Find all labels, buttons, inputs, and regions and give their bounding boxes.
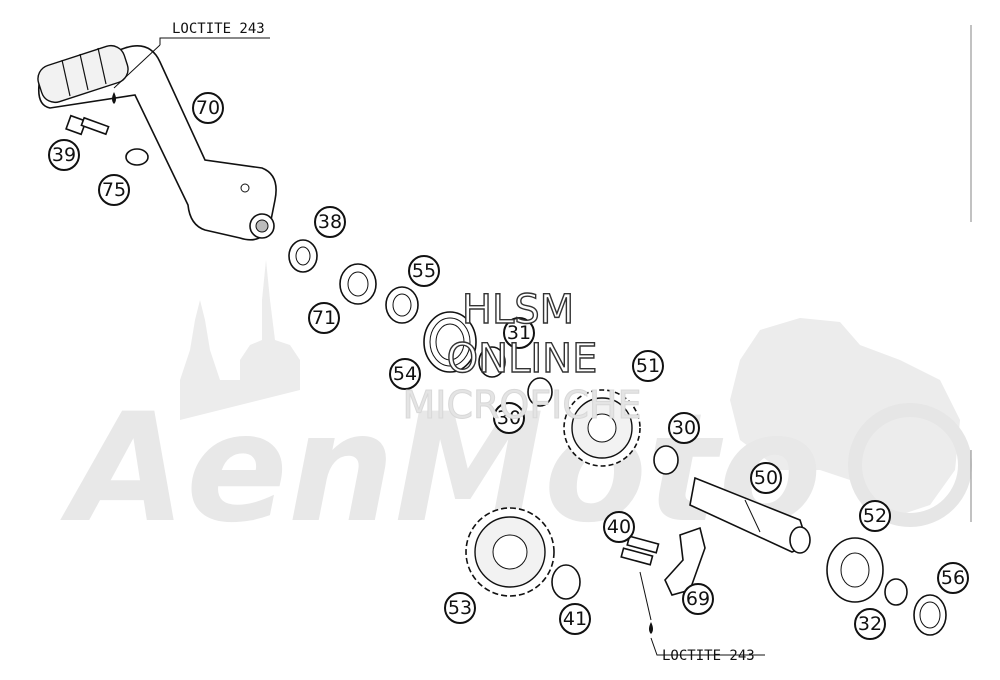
svg-text:55: 55 <box>412 260 436 282</box>
seal-71 <box>339 263 377 305</box>
callout-56: 56 <box>937 562 969 594</box>
spring-54 <box>423 311 477 373</box>
svg-text:56: 56 <box>941 567 965 589</box>
callout-70: 70 <box>192 92 224 124</box>
watermark-line-2: ONLINE <box>447 336 598 382</box>
kick-shaft-50 <box>689 476 811 554</box>
loctite-label: LOCTITE 243 <box>662 648 755 664</box>
bolt-39 <box>65 114 110 136</box>
callout-32: 32 <box>854 608 886 640</box>
ring-38 <box>288 239 318 273</box>
watermark-logo-text: AenMoto <box>60 382 822 556</box>
loctite-drop-icon <box>112 92 116 104</box>
callout-50: 50 <box>750 462 782 494</box>
callout-69: 69 <box>682 583 714 615</box>
loctite-label: LOCTITE 243 <box>172 21 265 37</box>
callout-40: 40 <box>603 511 635 543</box>
svg-text:30: 30 <box>497 407 521 429</box>
bolts-40 <box>620 535 660 566</box>
callout-52: 52 <box>859 500 891 532</box>
svg-text:71: 71 <box>312 307 336 329</box>
svg-text:51: 51 <box>636 355 660 377</box>
washer-75 <box>125 148 149 166</box>
svg-text:31: 31 <box>507 322 531 344</box>
callout-39: 39 <box>48 139 80 171</box>
callout-75: 75 <box>98 174 130 206</box>
gear-51 <box>563 389 641 467</box>
washer-30-a <box>527 377 553 407</box>
callout-55: 55 <box>408 255 440 287</box>
idler-gear-53 <box>465 507 555 597</box>
bushing-55 <box>385 286 419 324</box>
washer-41 <box>551 564 581 600</box>
watermark-logo: AenMoto <box>60 260 972 556</box>
svg-text:40: 40 <box>607 516 631 538</box>
svg-text:30: 30 <box>672 417 696 439</box>
callout-51: 51 <box>632 350 664 382</box>
washer-30-b <box>653 445 679 475</box>
callout-71: 71 <box>308 302 340 334</box>
callout-41: 41 <box>559 603 591 635</box>
svg-text:50: 50 <box>754 467 778 489</box>
callout-53: 53 <box>444 592 476 624</box>
svg-text:32: 32 <box>858 613 882 635</box>
svg-text:53: 53 <box>448 597 472 619</box>
callout-30-b: 30 <box>668 412 700 444</box>
watermark-line-1: HLSM <box>462 287 574 333</box>
watermark-line-3: MICROFICHE <box>402 383 641 427</box>
svg-text:41: 41 <box>563 608 587 630</box>
callout-31: 31 <box>503 317 535 349</box>
svg-text:54: 54 <box>393 363 417 385</box>
svg-text:52: 52 <box>863 505 887 527</box>
washer-31 <box>478 346 506 378</box>
guide-plate-69 <box>664 526 706 596</box>
svg-text:39: 39 <box>52 144 76 166</box>
callout-30-a: 30 <box>493 402 525 434</box>
ratchet-52 <box>826 537 884 603</box>
washer-32 <box>884 578 908 606</box>
svg-text:69: 69 <box>686 588 710 610</box>
watermark-text: HLSM ONLINE MICROFICHE <box>402 286 642 427</box>
spring-56 <box>913 594 947 636</box>
svg-text:38: 38 <box>318 211 342 233</box>
svg-text:70: 70 <box>196 97 220 119</box>
svg-text:75: 75 <box>102 179 126 201</box>
callout-54: 54 <box>389 358 421 390</box>
leader-lines <box>113 37 765 656</box>
loctite-drop-icon <box>649 622 653 634</box>
callout-38: 38 <box>314 206 346 238</box>
kick-starter-lever <box>37 44 277 241</box>
